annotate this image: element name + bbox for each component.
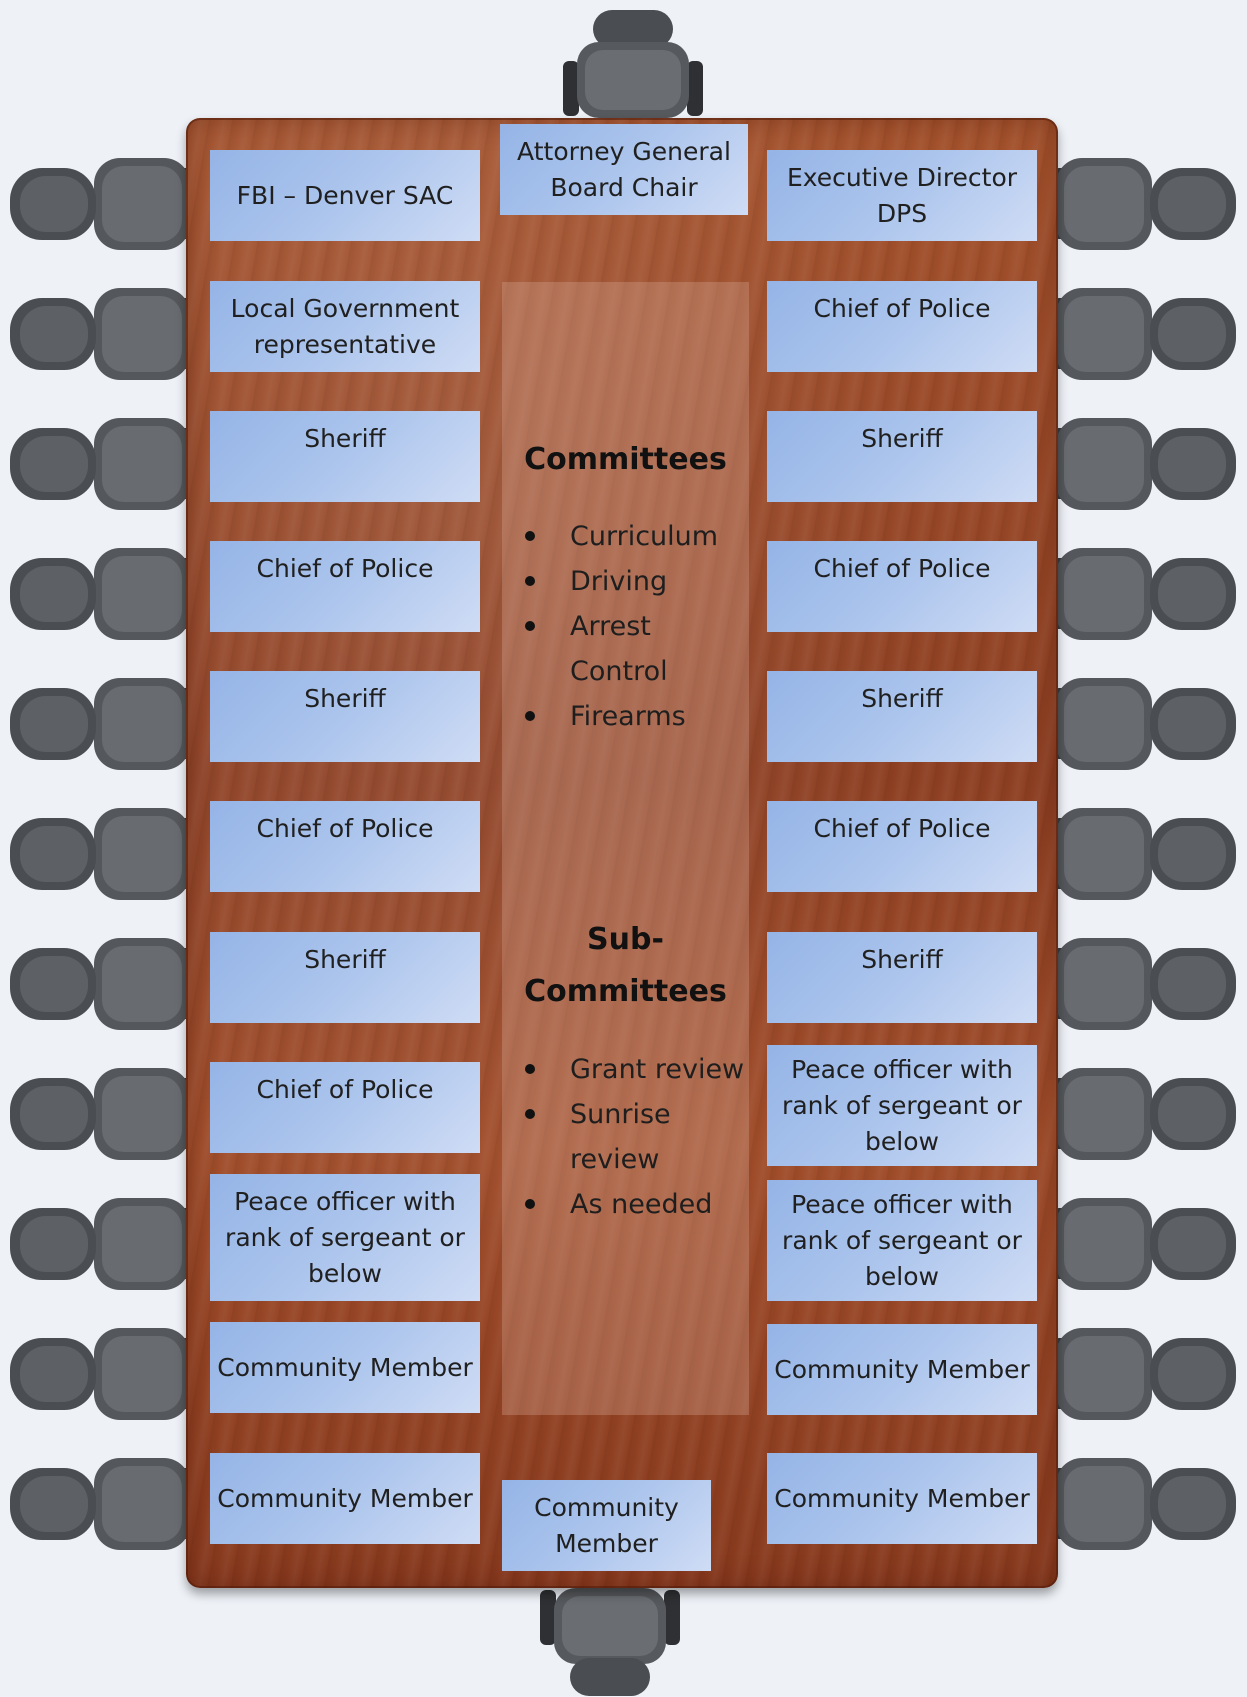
- seat-left-7: Sheriff: [210, 932, 480, 1023]
- chair-icon: [1058, 148, 1242, 258]
- seat-right-7: Sheriff: [767, 932, 1037, 1023]
- list-item: Sunrise review: [502, 1092, 749, 1182]
- chair-icon: [1058, 278, 1242, 388]
- chair-icon: [1058, 1058, 1242, 1168]
- chair-icon: [4, 538, 188, 648]
- chair-icon: [1058, 408, 1242, 518]
- list-item: Arrest Control: [502, 604, 749, 694]
- committees-heading: Committees: [524, 442, 727, 477]
- chair-icon: [4, 1188, 188, 1298]
- chair-icon: [1058, 1188, 1242, 1298]
- seat-left-5: Sheriff: [210, 671, 480, 762]
- seat-left-1: FBI – Denver SAC: [210, 150, 480, 241]
- seat-left-3: Sheriff: [210, 411, 480, 502]
- seat-right-11: Community Member: [767, 1453, 1037, 1544]
- seat-foot-community-member: Community Member: [502, 1480, 711, 1571]
- committee-panel: [502, 282, 749, 1415]
- seat-left-11: Community Member: [210, 1453, 480, 1544]
- seat-left-10: Community Member: [210, 1322, 480, 1413]
- chair-icon: [4, 928, 188, 1038]
- list-item: Grant review: [502, 1047, 749, 1092]
- committees-list: Curriculum Driving Arrest Control Firear…: [502, 514, 749, 739]
- seat-right-3: Sheriff: [767, 411, 1037, 502]
- subcommittees-list: Grant review Sunrise review As needed: [502, 1047, 749, 1227]
- seat-left-6: Chief of Police: [210, 801, 480, 892]
- list-item: Firearms: [502, 694, 749, 739]
- seat-right-8: Peace officer with rank of sergeant or b…: [767, 1045, 1037, 1166]
- seat-left-2: Local Government representative: [210, 281, 480, 372]
- subcommittees-heading: Sub-Committees: [524, 922, 727, 1009]
- chair-icon: [1058, 1448, 1242, 1558]
- seat-left-8: Chief of Police: [210, 1062, 480, 1153]
- seat-right-2: Chief of Police: [767, 281, 1037, 372]
- chair-icon: [4, 278, 188, 388]
- chair-icon: [4, 1448, 188, 1558]
- chair-icon: [1058, 538, 1242, 648]
- chair-icon: [4, 408, 188, 518]
- seat-right-10: Community Member: [767, 1324, 1037, 1415]
- seat-right-4: Chief of Police: [767, 541, 1037, 632]
- chair-icon: [4, 148, 188, 258]
- seat-right-1: Executive Director DPS: [767, 150, 1037, 241]
- list-item: Driving: [502, 559, 749, 604]
- chair-icon: [1058, 798, 1242, 908]
- seat-head-board-chair: Attorney General Board Chair: [500, 124, 748, 215]
- chair-icon: [1058, 928, 1242, 1038]
- seat-right-5: Sheriff: [767, 671, 1037, 762]
- chair-icon: [4, 1318, 188, 1428]
- chair-icon: [533, 6, 733, 118]
- seat-right-9: Peace officer with rank of sergeant or b…: [767, 1180, 1037, 1301]
- seat-left-4: Chief of Police: [210, 541, 480, 632]
- chair-icon: [4, 798, 188, 908]
- list-item: As needed: [502, 1182, 749, 1227]
- list-item: Curriculum: [502, 514, 749, 559]
- seat-right-6: Chief of Police: [767, 801, 1037, 892]
- chair-icon: [4, 668, 188, 778]
- seat-left-9: Peace officer with rank of sergeant or b…: [210, 1174, 480, 1301]
- chair-icon: [510, 1588, 710, 1697]
- chair-icon: [1058, 668, 1242, 778]
- chair-icon: [4, 1058, 188, 1168]
- chair-icon: [1058, 1318, 1242, 1428]
